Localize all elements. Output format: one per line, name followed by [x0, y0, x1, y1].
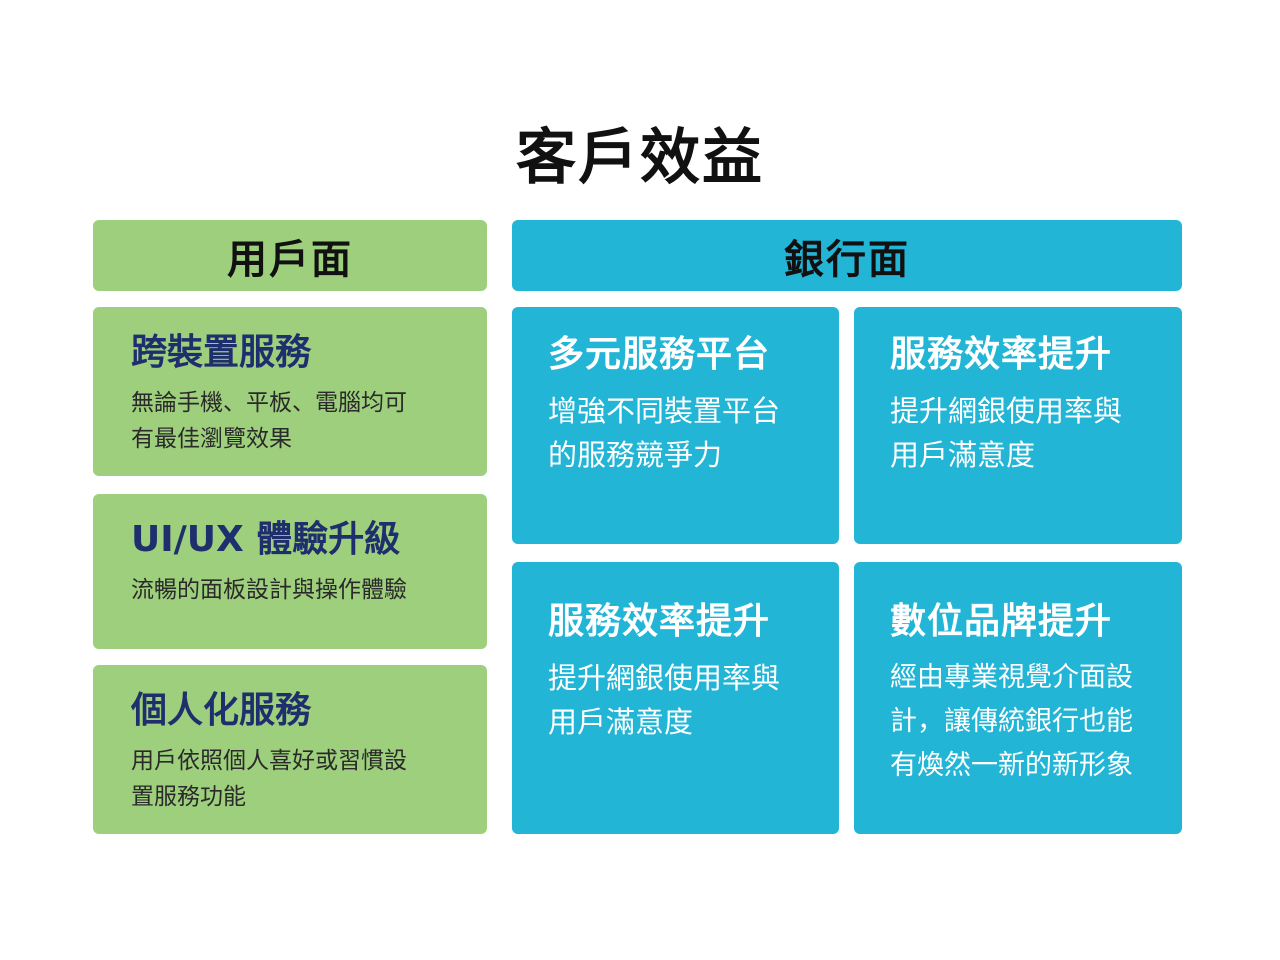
- card-desc: 提升網銀使用率與 用戶滿意度: [890, 389, 1182, 477]
- card-title: 跨裝置服務: [131, 332, 312, 373]
- card-desc-line: 有煥然一新的新形象: [890, 750, 1133, 781]
- card-desc-line: 置服務功能: [131, 784, 246, 810]
- bank-card-multi-platform: 多元服務平台 增強不同裝置平台 的服務競爭力: [512, 307, 839, 544]
- card-title: 多元服務平台: [548, 334, 771, 375]
- card-title: 個人化服務: [131, 690, 312, 731]
- card-desc-line: 提升網銀使用率與: [890, 394, 1123, 428]
- card-desc-line: 流暢的面板設計與操作體驗: [131, 577, 407, 603]
- user-card-uiux: UI/UX 體驗升級 流暢的面板設計與操作體驗: [93, 494, 487, 649]
- card-desc-line: 用戶滿意度: [890, 438, 1036, 472]
- card-desc: 經由專業視覺介面設 計，讓傳統銀行也能 有煥然一新的新形象: [890, 656, 1182, 788]
- card-desc-line: 增強不同裝置平台: [548, 394, 781, 428]
- page-title: 客戶效益: [516, 123, 764, 193]
- card-desc: 無論手機、平板、電腦均可 有最佳瀏覽效果: [131, 385, 487, 457]
- card-desc: 用戶依照個人喜好或習慣設 置服務功能: [131, 743, 487, 815]
- card-title: UI/UX 體驗升級: [131, 519, 401, 560]
- card-desc: 增強不同裝置平台 的服務競爭力: [548, 389, 839, 477]
- card-title: 服務效率提升: [548, 601, 771, 642]
- bank-card-efficiency-top: 服務效率提升 提升網銀使用率與 用戶滿意度: [854, 307, 1182, 544]
- card-desc: 流暢的面板設計與操作體驗: [131, 572, 487, 608]
- card-desc-line: 用戶依照個人喜好或習慣設: [131, 748, 407, 774]
- card-title: 服務效率提升: [890, 334, 1113, 375]
- card-desc-line: 計，讓傳統銀行也能: [890, 706, 1133, 737]
- user-card-personalized: 個人化服務 用戶依照個人喜好或習慣設 置服務功能: [93, 665, 487, 834]
- card-title: 數位品牌提升: [890, 601, 1113, 642]
- card-desc: 提升網銀使用率與 用戶滿意度: [548, 656, 839, 744]
- card-desc-line: 提升網銀使用率與: [548, 661, 781, 695]
- card-desc-line: 無論手機、平板、電腦均可: [131, 390, 407, 416]
- bank-card-efficiency-bottom: 服務效率提升 提升網銀使用率與 用戶滿意度: [512, 562, 839, 834]
- card-desc-line: 用戶滿意度: [548, 705, 694, 739]
- card-desc-line: 的服務競爭力: [548, 438, 723, 472]
- bank-side-header: 銀行面: [512, 220, 1182, 291]
- user-card-cross-device: 跨裝置服務 無論手機、平板、電腦均可 有最佳瀏覽效果: [93, 307, 487, 476]
- card-desc-line: 有最佳瀏覽效果: [131, 426, 292, 452]
- card-desc-line: 經由專業視覺介面設: [890, 662, 1133, 693]
- bank-card-digital-brand: 數位品牌提升 經由專業視覺介面設 計，讓傳統銀行也能 有煥然一新的新形象: [854, 562, 1182, 834]
- user-side-header: 用戶面: [93, 220, 487, 291]
